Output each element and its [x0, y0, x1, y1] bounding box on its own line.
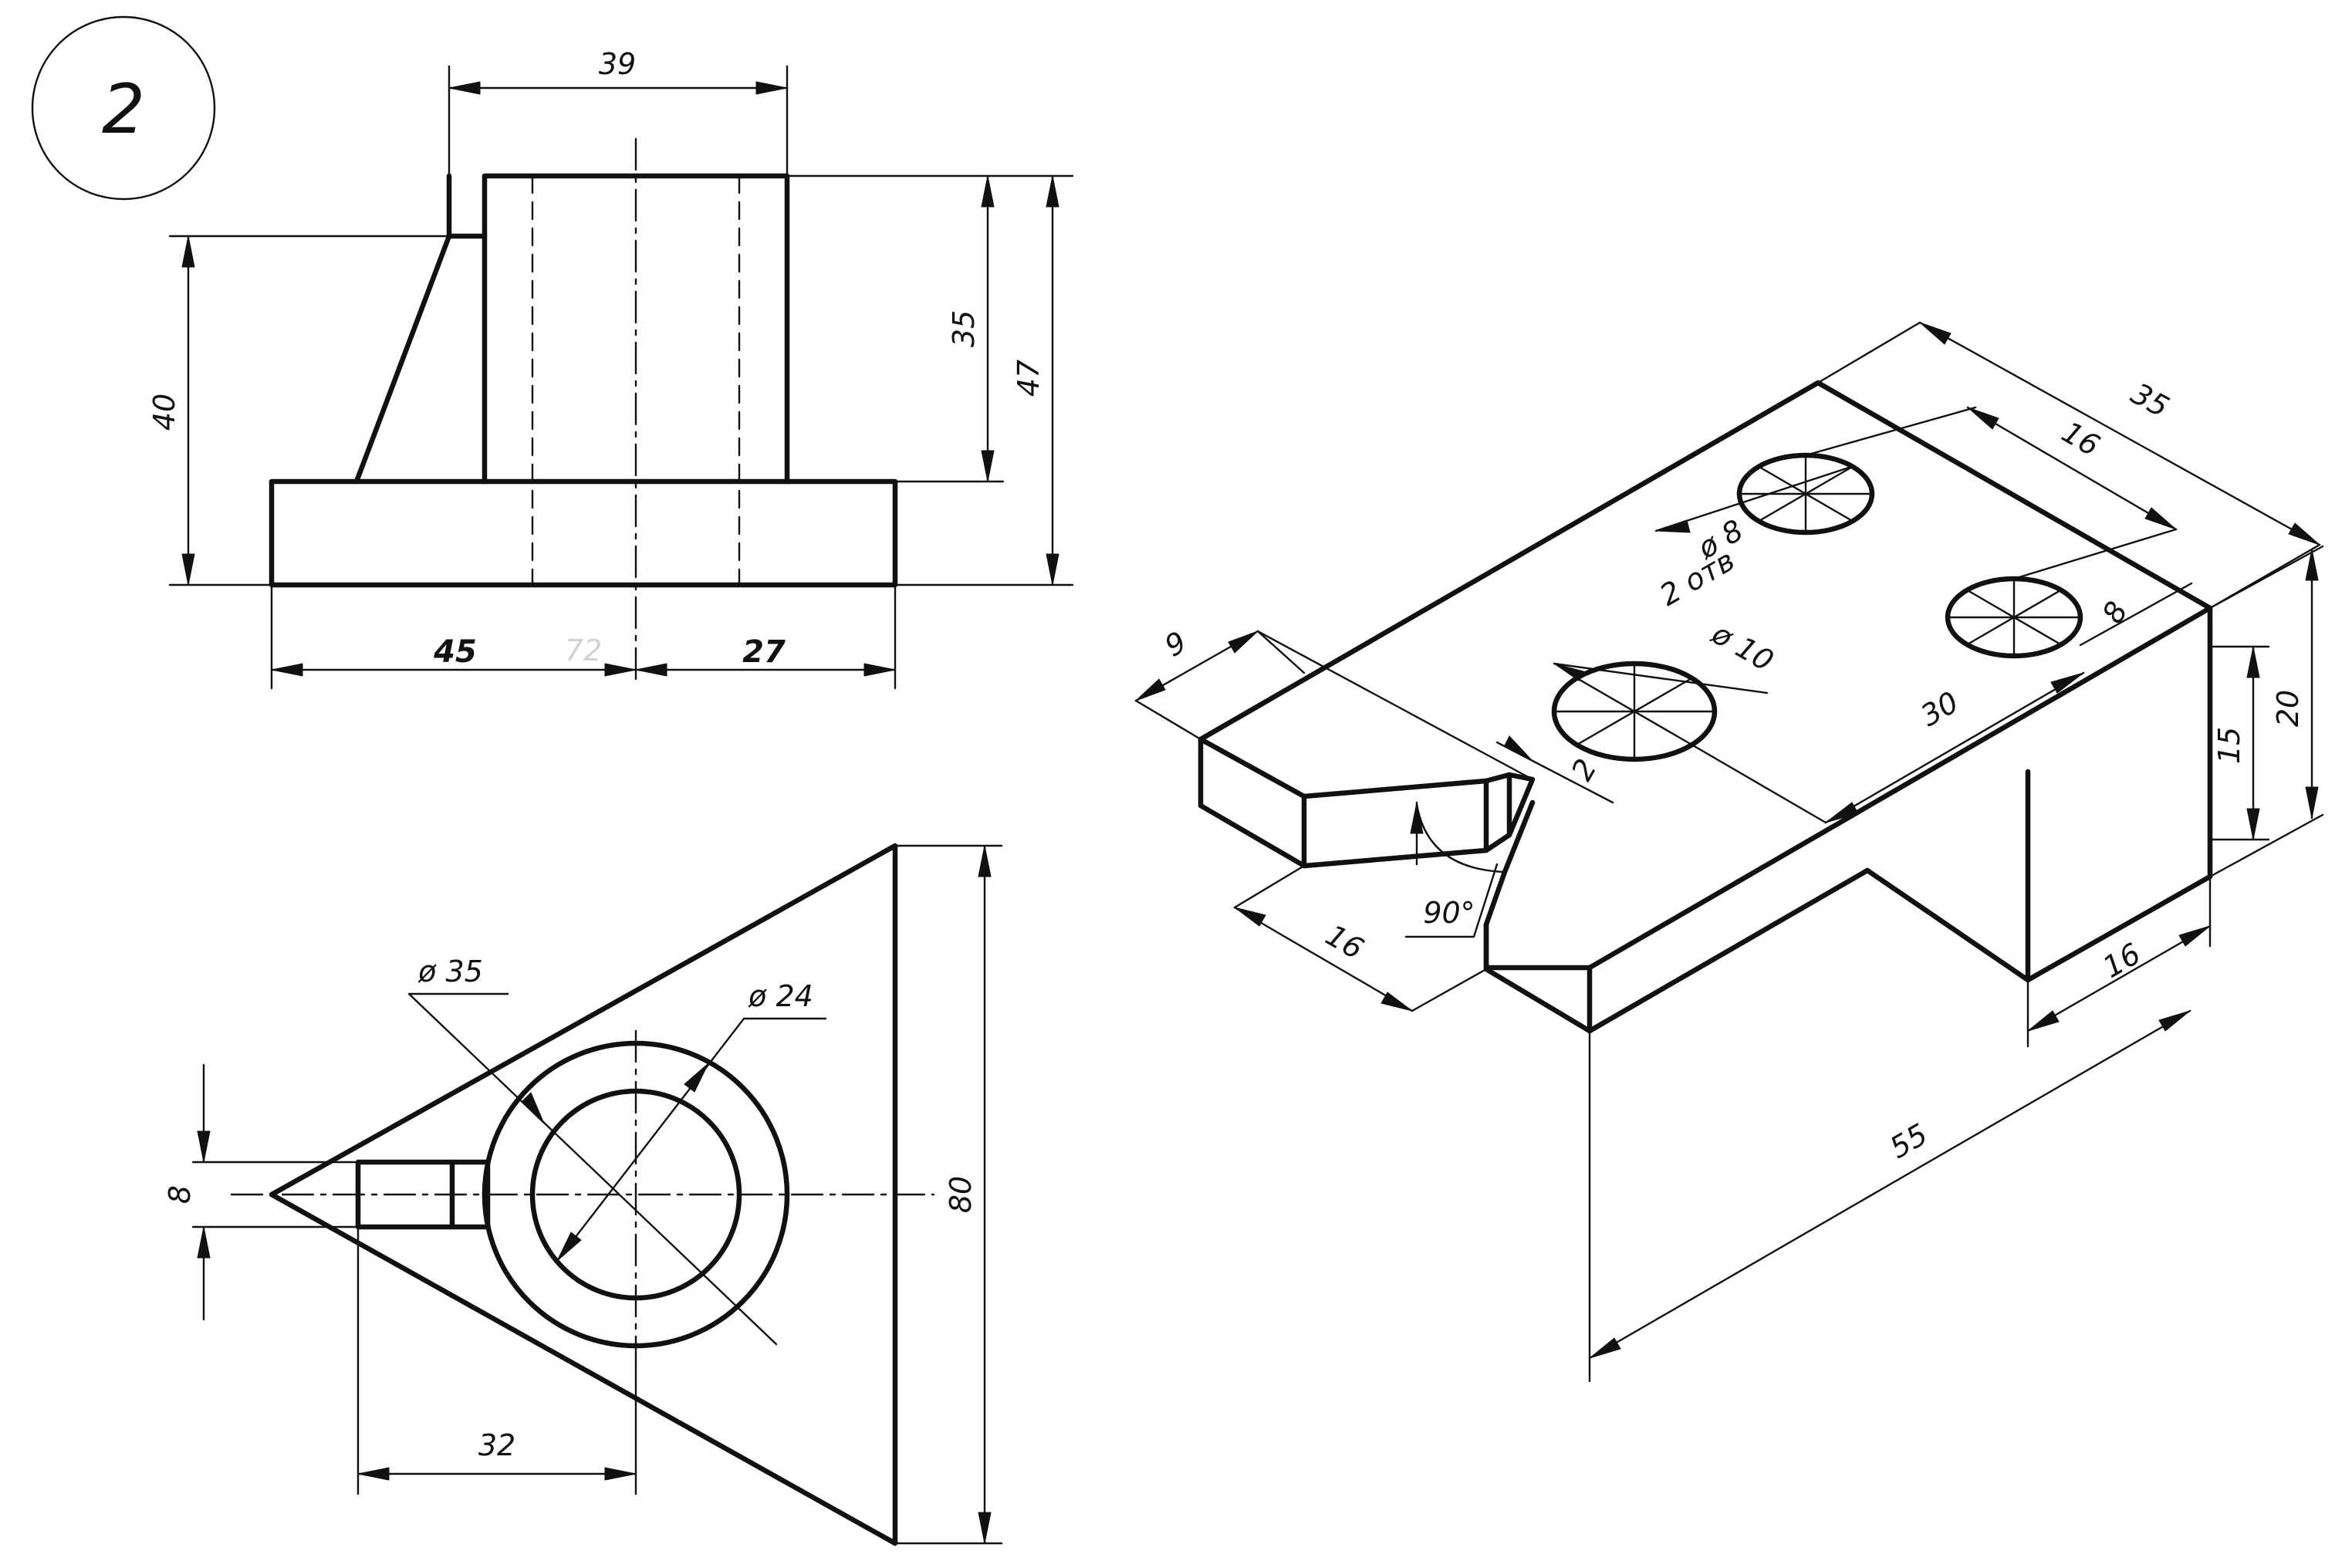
front-rib-step — [446, 173, 488, 239]
dim-45-27: 45 72 27 — [270, 634, 897, 677]
dim-8: 8 — [163, 1063, 360, 1321]
iso-tongue-end — [1483, 772, 1512, 853]
dim-iso-dia-10: ø 10 — [1553, 616, 1779, 694]
dim-iso-55-label: 55 — [1884, 1117, 1934, 1165]
dim-iso-dia-10-label: ø 10 — [1705, 616, 1779, 678]
iso-front-face-top — [1483, 921, 1593, 971]
dim-35: 35 — [947, 174, 995, 483]
dim-iso-35-label: 35 — [2125, 377, 2175, 424]
dim-dia-24-label: ø 24 — [748, 979, 813, 1013]
dim-dia-35-label: ø 35 — [417, 955, 483, 988]
dim-iso-holes-note: 2 отв — [1654, 543, 1740, 613]
sheet-number-badge: 2 — [31, 15, 216, 201]
dim-32: 32 — [357, 1225, 637, 1495]
dim-iso-15-label: 15 — [2212, 727, 2246, 764]
dim-iso-20: 20 — [2208, 545, 2324, 878]
dim-iso-30: 30 — [1691, 671, 2085, 824]
front-view: 39 35 47 40 45 — [147, 47, 1074, 690]
iso-tongue-outline — [1198, 736, 1489, 869]
dim-80-label: 80 — [944, 1176, 978, 1213]
badge-number: 2 — [102, 69, 145, 149]
dim-iso-16-right-label: 16 — [2097, 937, 2147, 985]
dim-iso-20-label: 20 — [2271, 690, 2305, 727]
dim-dia-24: ø 24 — [556, 979, 827, 1262]
dim-8-label: 8 — [163, 1185, 197, 1204]
dim-39: 39 — [448, 47, 789, 95]
dim-iso-9: 9 — [1134, 625, 1534, 781]
dim-iso-dia-8: ø 8 2 отв — [1654, 465, 1855, 613]
dim-dia-35: ø 35 — [407, 955, 778, 1346]
dim-iso-16-right: 16 — [2026, 875, 2212, 1048]
dim-39-label: 39 — [599, 47, 636, 81]
dim-32-label: 32 — [478, 1428, 515, 1462]
dim-iso-9-label: 9 — [1159, 625, 1192, 664]
dim-iso-30-label: 30 — [1915, 685, 1965, 733]
front-cylinder-outline — [482, 173, 790, 485]
dim-80: 80 — [894, 844, 1003, 1545]
dim-iso-16-left: 16 — [1233, 864, 1488, 1012]
dim-iso-16-left-label: 16 — [1320, 918, 1370, 966]
dim-iso-35: 35 — [1816, 321, 2321, 610]
front-rib-edge — [353, 233, 452, 485]
iso-front-face-left — [1483, 921, 1593, 1034]
iso-front-face-bottom-left — [1587, 867, 1870, 1034]
dim-47-label: 47 — [1012, 360, 1046, 397]
dim-45-label: 45 — [433, 634, 477, 670]
dim-iso-55: 55 — [1588, 1009, 2191, 1383]
dim-iso-8: 8 — [2079, 582, 2193, 647]
top-view: ø 35 ø 24 8 80 — [163, 843, 1003, 1546]
dim-27-label: 27 — [742, 634, 786, 670]
dim-72-faint-label: 72 — [565, 634, 602, 667]
dim-40-label: 40 — [147, 394, 181, 431]
dim-iso-90-label: 90° — [1423, 896, 1475, 930]
iso-top-front-edge — [1587, 605, 2213, 971]
dim-40: 40 — [147, 235, 195, 586]
dim-35-label: 35 — [947, 310, 981, 347]
dim-47: 47 — [1012, 174, 1059, 586]
iso-foot-slope — [1864, 867, 2031, 983]
badge-circle — [31, 15, 216, 201]
iso-hole-dia-8-right — [1945, 576, 2083, 659]
dim-iso-15: 15 — [2208, 645, 2270, 841]
dim-iso-90: 90° — [1404, 801, 1506, 938]
isometric-view: 35 16 ø 8 2 отв ø 10 8 — [1134, 321, 2324, 1383]
iso-hole-dia-10 — [1551, 661, 1718, 762]
front-base-plate — [269, 478, 898, 588]
dim-iso-8-label: 8 — [2096, 596, 2134, 629]
